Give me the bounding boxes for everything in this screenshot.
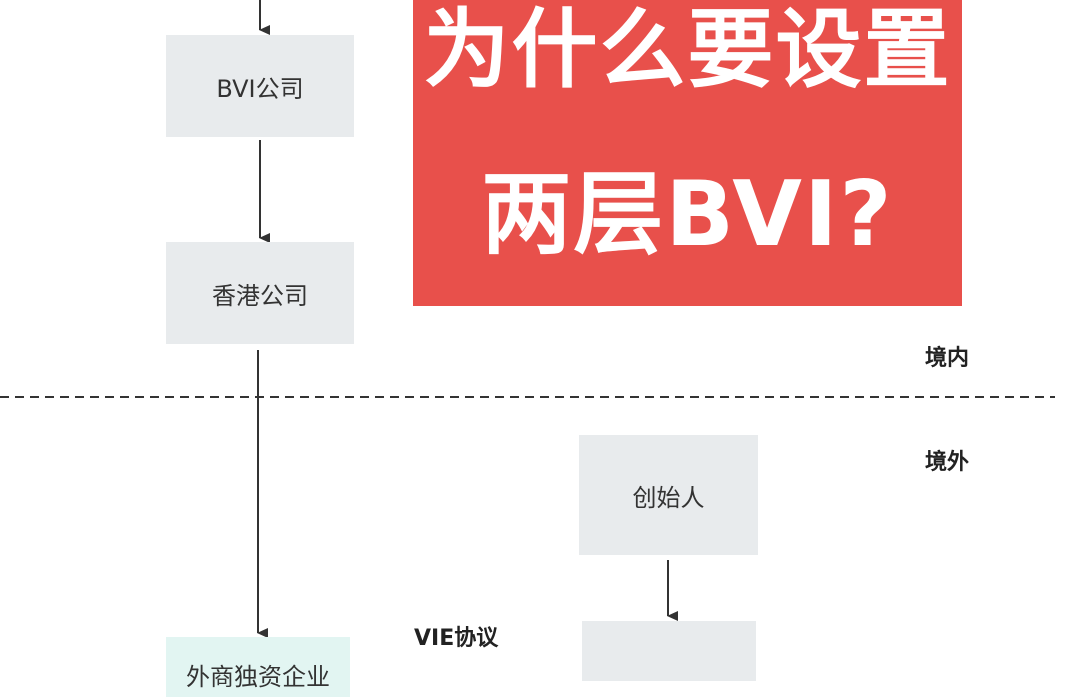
wfoe-label: 外商独资企业 — [186, 663, 330, 691]
bvi-company-box: BVI公司 — [166, 35, 354, 137]
bottom-right-box — [582, 621, 756, 681]
vie-agreement-label: VIE协议 — [414, 626, 499, 651]
bvi-company-label: BVI公司 — [216, 74, 304, 103]
banner-title-line1: 为什么要设置 — [423, 0, 952, 100]
founder-box: 创始人 — [579, 435, 758, 555]
overseas-label: 境外 — [925, 450, 970, 475]
founder-label: 创始人 — [632, 483, 705, 512]
hongkong-company-label: 香港公司 — [212, 281, 308, 310]
domestic-label: 境内 — [925, 346, 970, 371]
title-banner: 为什么要设置 两层BVI? — [413, 0, 962, 306]
wfoe-box: 外商独资企业 — [166, 637, 350, 697]
hongkong-company-box: 香港公司 — [166, 242, 354, 344]
banner-title-line2: 两层BVI? — [481, 162, 894, 267]
connectors-layer — [0, 0, 1055, 638]
